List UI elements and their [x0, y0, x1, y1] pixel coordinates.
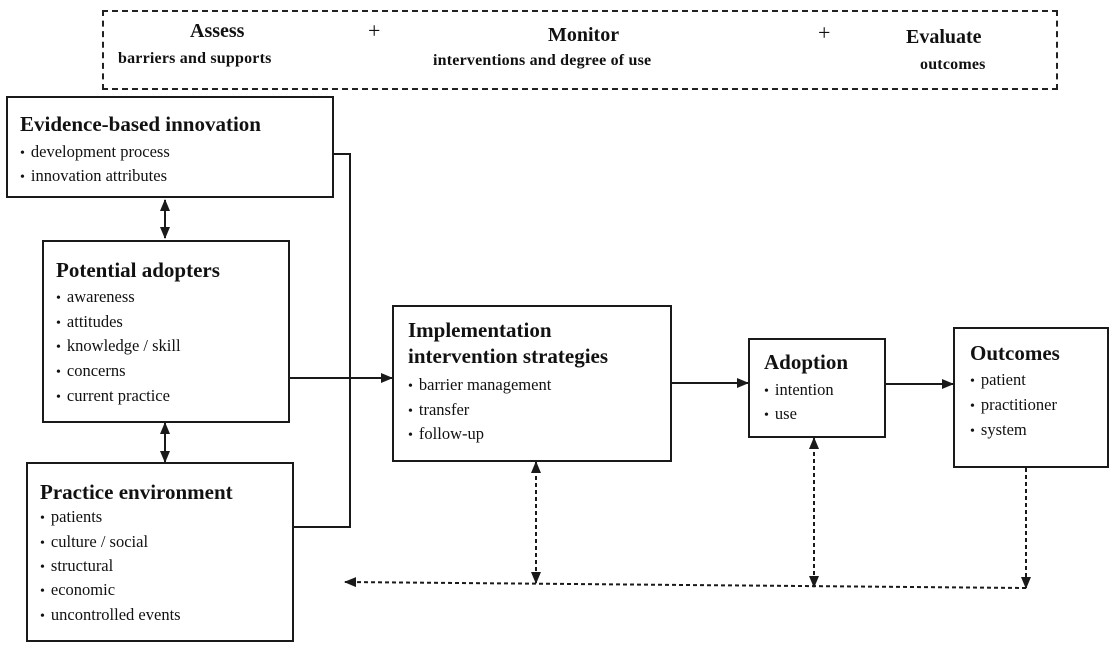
assess-title: Assess	[190, 20, 245, 42]
adopters-item: awareness	[56, 287, 135, 307]
implementation-item: barrier management	[408, 375, 551, 395]
adoption-item: use	[764, 404, 797, 424]
adoption-item: intention	[764, 380, 834, 400]
assess-subtitle: barriers and supports	[118, 50, 272, 67]
adoption-title: Adoption	[764, 350, 849, 374]
plus-sign-1: +	[368, 18, 381, 43]
environment-item: structural	[40, 556, 113, 576]
environment-item: culture / social	[40, 532, 148, 552]
adopters-item: concerns	[56, 361, 126, 381]
evaluate-title: Evaluate	[906, 26, 982, 48]
evidence-item: development process	[20, 142, 170, 162]
feedback-return-arrow	[344, 577, 1027, 589]
outcomes-item: practitioner	[970, 395, 1057, 415]
environment-item: uncontrolled events	[40, 605, 181, 625]
environment-item: patients	[40, 507, 102, 527]
implementation-item: follow-up	[408, 424, 484, 444]
adopters-item: current practice	[56, 386, 170, 406]
implementation-item: transfer	[408, 400, 469, 420]
monitor-subtitle: interventions and degree of use	[433, 52, 652, 69]
evidence-title: Evidence-based innovation	[20, 112, 261, 136]
outcomes-item: system	[970, 420, 1027, 440]
left-bracket	[290, 153, 351, 528]
environment-title: Practice environment	[40, 480, 233, 504]
adopters-item: attitudes	[56, 312, 123, 332]
implementation-title-line1: Implementation	[408, 318, 552, 342]
evaluate-subtitle: outcomes	[920, 56, 986, 73]
outcomes-item: patient	[970, 370, 1026, 390]
adopters-item: knowledge / skill	[56, 336, 181, 356]
adopters-title: Potential adopters	[56, 258, 220, 282]
monitoring-frame	[102, 10, 1058, 90]
monitor-title: Monitor	[548, 24, 620, 46]
environment-item: economic	[40, 580, 115, 600]
evidence-item: innovation attributes	[20, 166, 167, 186]
outcomes-title: Outcomes	[970, 341, 1060, 365]
plus-sign-2: +	[818, 20, 831, 45]
implementation-title-line2: intervention strategies	[408, 344, 609, 368]
